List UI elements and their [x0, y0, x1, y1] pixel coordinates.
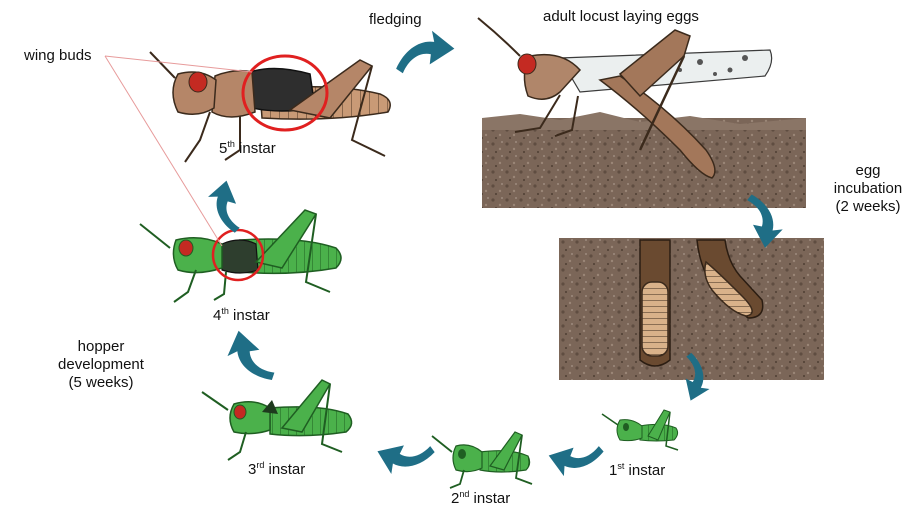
egg-incubation-line-3: (2 weeks): [835, 198, 901, 215]
fifth-instar-illustration: [149, 51, 391, 163]
first-instar-label: 1st instar: [609, 462, 665, 480]
fledging-label: fledging: [369, 11, 422, 28]
instar-ordinal: th: [221, 306, 229, 316]
instar-word: instar: [628, 462, 666, 479]
adult-label: adult locust laying eggs: [543, 8, 699, 25]
arrow-fledging: [396, 30, 455, 74]
wing-bud-highlight-circle: [241, 54, 329, 132]
instar-number: 2: [451, 490, 460, 507]
egg-incubation-line-1: egg: [855, 162, 881, 179]
instar-word: instar: [239, 140, 276, 157]
second-instar-label: 2nd instar: [451, 490, 510, 508]
instar-number: 3: [248, 461, 257, 478]
egg-incubation-line-2: incubation: [833, 180, 903, 197]
fourth-instar-illustration: [139, 209, 342, 303]
hopper-development-label: hopper development (5 weeks): [36, 338, 166, 392]
hopper-development-line-2: development: [58, 356, 144, 373]
adult-soil-panel: [482, 118, 806, 208]
adult-locust-illustration: [477, 17, 773, 179]
arrow-to-third-instar: [371, 429, 437, 486]
wing-bud-highlight-circle-small: [211, 228, 265, 282]
second-instar-illustration: [431, 431, 533, 489]
hopper-development-line-3: (5 weeks): [68, 374, 134, 391]
instar-ordinal: st: [617, 461, 625, 471]
wing-buds-label: wing buds: [24, 47, 92, 64]
instar-ordinal: rd: [256, 460, 265, 470]
wing-buds-leader-lines: [104, 55, 253, 247]
instar-ordinal: th: [227, 139, 235, 149]
fourth-instar-label: 4th instar: [213, 307, 270, 325]
first-instar-illustration: [601, 409, 679, 451]
hopper-development-line-1: hopper: [77, 338, 125, 355]
third-instar-illustration: [201, 379, 353, 461]
instar-word: instar: [473, 490, 511, 507]
instar-number: 5: [219, 140, 228, 157]
instar-word: instar: [233, 307, 270, 324]
egg-incubation-label: egg incubation (2 weeks): [820, 162, 916, 216]
instar-ordinal: nd: [459, 489, 470, 499]
arrow-to-second-instar: [544, 434, 605, 485]
egg-pods: [639, 239, 764, 367]
instar-number: 1: [609, 462, 618, 479]
fifth-instar-label: 5th instar: [219, 140, 276, 158]
third-instar-label: 3rd instar: [248, 461, 305, 479]
instar-word: instar: [268, 461, 306, 478]
instar-number: 4: [213, 307, 222, 324]
arrow-to-fourth-instar: [221, 324, 277, 390]
